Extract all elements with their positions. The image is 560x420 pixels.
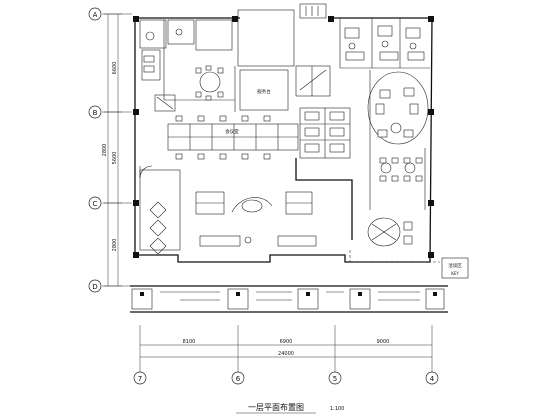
dim-c-d: 2800 bbox=[112, 239, 118, 252]
left-display-zone bbox=[139, 165, 181, 255]
dim-a-b: 6600 bbox=[112, 62, 118, 75]
axis-b-label: B bbox=[93, 109, 98, 117]
axis-6-label: 6 bbox=[236, 375, 241, 383]
left-dimension-chain: 6600 2800 5600 2800 bbox=[102, 13, 122, 287]
column-axis-markers: 7 6 5 4 bbox=[133, 371, 439, 385]
axis-a-label: A bbox=[93, 11, 98, 19]
callout-sub: KEY bbox=[451, 271, 459, 276]
top-right-offices bbox=[339, 18, 430, 69]
scale-text: 1:100 bbox=[330, 406, 344, 412]
stair-core bbox=[237, 3, 331, 97]
dim-total: 24000 bbox=[278, 351, 294, 357]
corner-lounge: 洽谈区 KEY bbox=[349, 217, 469, 279]
dim-overall-left: 2800 bbox=[102, 144, 108, 157]
axis-7-label: 7 bbox=[138, 375, 142, 383]
dim-6-5: 6900 bbox=[280, 339, 293, 345]
title-text: 一层平面布置图 bbox=[248, 402, 304, 412]
axis-5-label: 5 bbox=[333, 375, 337, 383]
axis-c-label: C bbox=[93, 200, 98, 208]
meeting-room: 服务台 bbox=[154, 65, 289, 112]
dim-7-6: 8100 bbox=[183, 339, 196, 345]
lobby bbox=[195, 191, 317, 247]
axis-d-label: D bbox=[92, 283, 97, 291]
row-axis-markers: A B C D bbox=[88, 7, 132, 293]
axis-4-label: 4 bbox=[430, 375, 435, 383]
dim-b-c: 5600 bbox=[112, 152, 118, 165]
drawing-title: 一层平面布置图 1:100 bbox=[236, 402, 344, 414]
center-right-offices bbox=[295, 107, 353, 240]
bottom-dimension-chain: 8100 6900 9000 24000 bbox=[139, 325, 433, 372]
hall-label: 会议室 bbox=[225, 128, 239, 135]
outer-walls bbox=[133, 16, 434, 263]
lounge-area bbox=[367, 70, 429, 210]
bottom-parking-strip bbox=[130, 285, 448, 313]
callout-label: 洽谈区 bbox=[448, 262, 462, 269]
workstations: 会议室 bbox=[167, 115, 299, 160]
service-room-label: 服务台 bbox=[257, 88, 271, 95]
dim-5-4: 9000 bbox=[377, 339, 390, 345]
top-left-rooms bbox=[139, 19, 236, 112]
